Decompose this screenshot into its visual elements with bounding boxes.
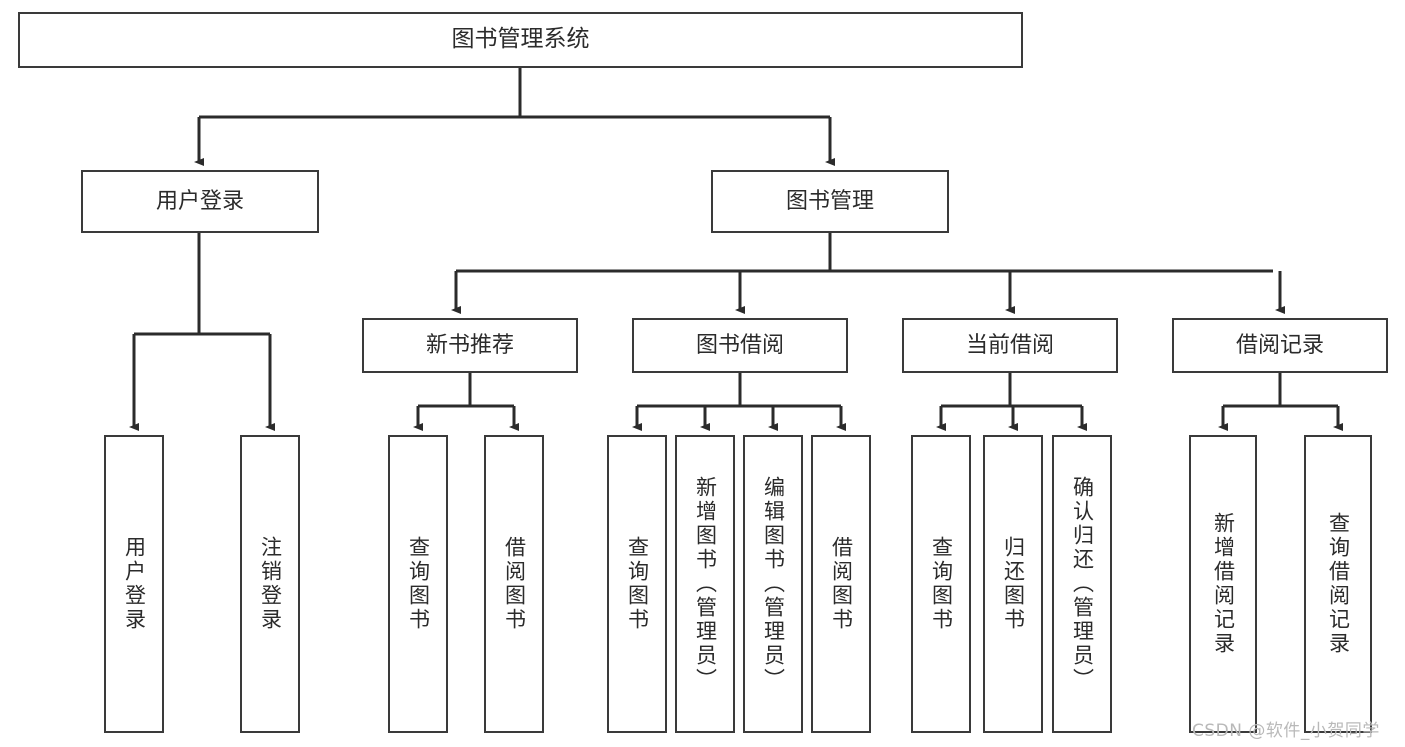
node-root-label: 图书管理系统 — [451, 26, 590, 53]
leaf-add-book-label: 新增图书（管理员） — [693, 476, 718, 692]
node-current-borrow-label: 当前借阅 — [965, 332, 1054, 358]
leaf-user-login[interactable]: 用户登录 — [104, 435, 164, 733]
leaf-user-logout-label: 注销登录 — [258, 536, 283, 632]
leaf-user-login-label: 用户登录 — [122, 536, 147, 632]
leaf-query-record[interactable]: 查询借阅记录 — [1304, 435, 1372, 733]
leaf-borrow-book-rec[interactable]: 借阅图书 — [484, 435, 544, 733]
node-user-login[interactable]: 用户登录 — [81, 170, 319, 233]
leaf-query-record-label: 查询借阅记录 — [1326, 512, 1351, 656]
leaf-add-book[interactable]: 新增图书（管理员） — [675, 435, 735, 733]
leaf-borrow-book-rec-label: 借阅图书 — [502, 536, 527, 632]
node-book-borrow-label: 图书借阅 — [695, 332, 784, 358]
node-user-login-label: 用户登录 — [155, 188, 244, 214]
leaf-confirm-return-label: 确认归还（管理员） — [1070, 476, 1095, 692]
node-new-book-recommend-label: 新书推荐 — [425, 332, 514, 358]
leaf-query-book-borrow[interactable]: 查询图书 — [607, 435, 667, 733]
node-root[interactable]: 图书管理系统 — [18, 12, 1023, 68]
leaf-return-book[interactable]: 归还图书 — [983, 435, 1043, 733]
leaf-edit-book[interactable]: 编辑图书（管理员） — [743, 435, 803, 733]
leaf-borrow-book-label: 借阅图书 — [829, 536, 854, 632]
node-book-manage-label: 图书管理 — [785, 188, 874, 214]
csdn-watermark: CSDN @软件_小贺同学 — [1192, 721, 1380, 741]
leaf-user-logout[interactable]: 注销登录 — [240, 435, 300, 733]
leaf-add-record[interactable]: 新增借阅记录 — [1189, 435, 1257, 733]
leaf-confirm-return[interactable]: 确认归还（管理员） — [1052, 435, 1112, 733]
leaf-add-record-label: 新增借阅记录 — [1211, 512, 1236, 656]
leaf-edit-book-label: 编辑图书（管理员） — [761, 476, 786, 692]
leaf-query-book-rec[interactable]: 查询图书 — [388, 435, 448, 733]
node-borrow-record[interactable]: 借阅记录 — [1172, 318, 1388, 373]
leaf-query-book-borrow-label: 查询图书 — [625, 536, 650, 632]
node-borrow-record-label: 借阅记录 — [1235, 332, 1324, 358]
node-current-borrow[interactable]: 当前借阅 — [902, 318, 1118, 373]
leaf-borrow-book[interactable]: 借阅图书 — [811, 435, 871, 733]
leaf-query-book-current[interactable]: 查询图书 — [911, 435, 971, 733]
leaf-query-book-current-label: 查询图书 — [929, 536, 954, 632]
leaf-return-book-label: 归还图书 — [1001, 536, 1026, 632]
leaf-query-book-rec-label: 查询图书 — [406, 536, 431, 632]
node-book-manage[interactable]: 图书管理 — [711, 170, 949, 233]
node-book-borrow[interactable]: 图书借阅 — [632, 318, 848, 373]
node-new-book-recommend[interactable]: 新书推荐 — [362, 318, 578, 373]
